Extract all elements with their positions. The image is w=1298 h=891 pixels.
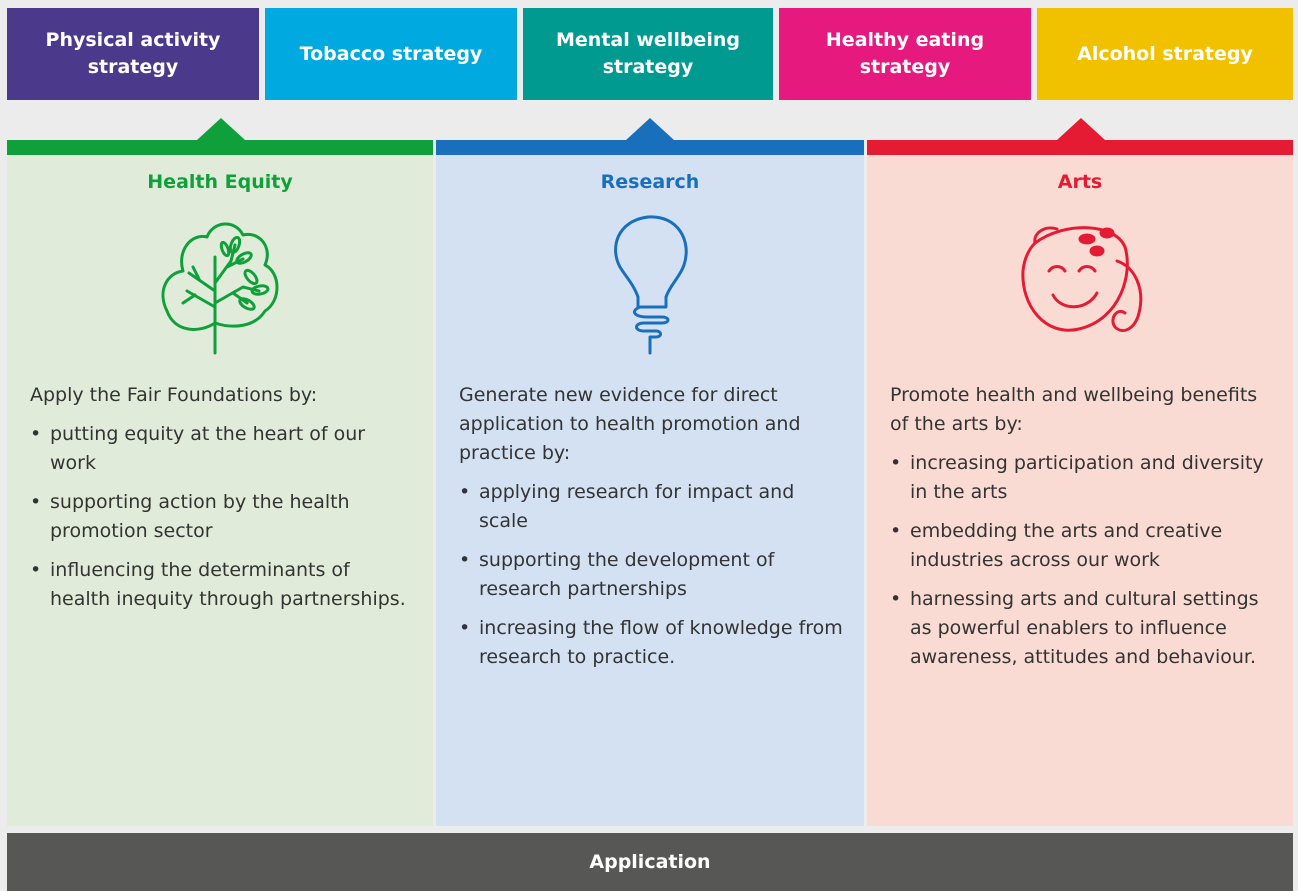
strategy-physical-activity: Physical activity strategy bbox=[7, 8, 259, 100]
research-header-bar bbox=[436, 140, 864, 155]
bullet: • bbox=[890, 452, 902, 474]
health-equity-header-bar bbox=[7, 140, 433, 155]
strategy-healthy-eating: Healthy eating strategy bbox=[779, 8, 1031, 100]
health-equity-list: • putting equity at the heart of our work… bbox=[30, 420, 415, 614]
arts-header-bar bbox=[867, 140, 1293, 155]
list-item: • supporting the development of research … bbox=[459, 546, 846, 604]
research-panel: Research Generate new evidence for direc… bbox=[436, 155, 864, 826]
bullet: • bbox=[30, 559, 42, 581]
list-item: • putting equity at the heart of our work bbox=[30, 420, 415, 478]
arts-notch bbox=[1057, 118, 1105, 140]
list-item-text: harnessing arts and cultural settings as… bbox=[910, 588, 1259, 668]
research-intro: Generate new evidence for direct applica… bbox=[459, 384, 801, 464]
strategy-alcohol: Alcohol strategy bbox=[1037, 8, 1293, 100]
list-item: • influencing the determinants of health … bbox=[30, 556, 415, 614]
arts-list: • increasing participation and diversity … bbox=[890, 449, 1275, 672]
lightbulb-icon bbox=[614, 215, 688, 355]
health-equity-notch bbox=[197, 118, 245, 140]
bullet: • bbox=[459, 617, 471, 639]
application-bar: Application bbox=[7, 833, 1293, 891]
research-list: •applying research for impact and scale … bbox=[459, 478, 846, 672]
arts-content: Promote health and wellbeing benefits of… bbox=[890, 381, 1275, 682]
list-item: • increasing participation and diversity … bbox=[890, 449, 1275, 507]
theatre-masks-icon bbox=[1021, 226, 1143, 332]
health-equity-content: Apply the Fair Foundations by: • putting … bbox=[30, 381, 415, 624]
bullet: • bbox=[890, 588, 902, 610]
list-item-text: increasing participation and diversity i… bbox=[910, 452, 1264, 503]
strategy-mental-wellbeing: Mental wellbeing strategy bbox=[523, 8, 773, 100]
list-item: • supporting action by the health promoti… bbox=[30, 488, 415, 546]
list-item-text: supporting the development of research p… bbox=[479, 549, 775, 600]
health-equity-panel: Health Equity Apply the Fair Foundations… bbox=[7, 155, 433, 826]
strategy-tobacco: Tobacco strategy bbox=[265, 8, 517, 100]
list-item-text: applying research for impact and scale bbox=[479, 481, 795, 532]
list-item: • increasing the flow of knowledge from r… bbox=[459, 614, 846, 672]
bullet: • bbox=[30, 423, 42, 445]
research-title: Research bbox=[600, 171, 700, 193]
strategy-row: Physical activity strategy Tobacco strat… bbox=[7, 8, 1293, 100]
list-item-text: influencing the determinants of health i… bbox=[50, 559, 406, 610]
research-notch bbox=[626, 118, 674, 140]
bullet: • bbox=[890, 520, 902, 542]
health-equity-title: Health Equity bbox=[147, 171, 293, 193]
list-item-text: embedding the arts and creative industri… bbox=[910, 520, 1223, 571]
bullet: • bbox=[30, 491, 42, 513]
tree-icon bbox=[161, 222, 279, 355]
arts-panel: Arts Promote health and wellbeing benefi… bbox=[867, 155, 1293, 826]
application-label: Application bbox=[589, 851, 711, 873]
list-item-text: increasing the flow of knowledge from re… bbox=[479, 617, 843, 668]
list-item-text: putting equity at the heart of our work bbox=[50, 423, 366, 474]
arts-intro: Promote health and wellbeing benefits of… bbox=[890, 384, 1258, 435]
list-item: • harnessing arts and cultural settings a… bbox=[890, 585, 1275, 672]
health-equity-intro: Apply the Fair Foundations by: bbox=[30, 384, 318, 406]
bullet: • bbox=[459, 549, 471, 571]
research-content: Generate new evidence for direct applica… bbox=[459, 381, 846, 682]
arts-title: Arts bbox=[1057, 171, 1103, 193]
list-item: • applying research for impact and scale bbox=[459, 478, 846, 536]
list-item-text: supporting action by the health promotio… bbox=[50, 491, 350, 542]
list-item: • embedding the arts and creative industr… bbox=[890, 517, 1275, 575]
bullet: • bbox=[459, 481, 471, 503]
